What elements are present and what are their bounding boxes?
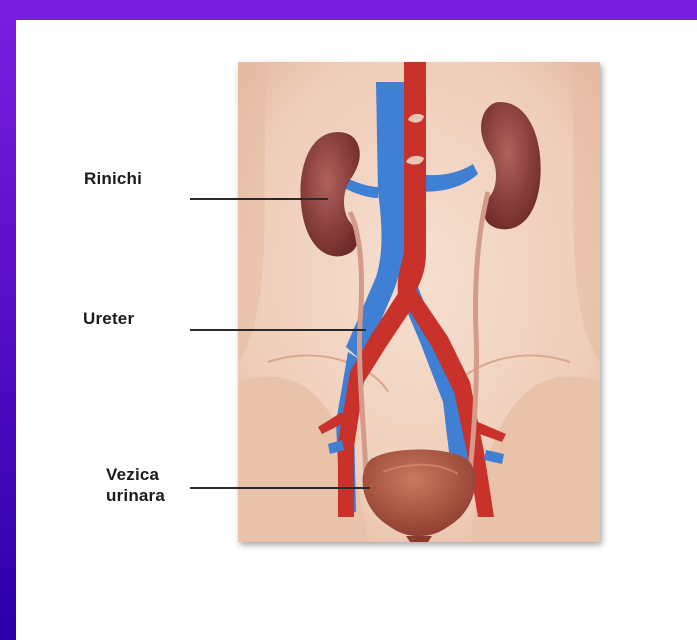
bladder-label: Vezica urinara	[106, 464, 165, 506]
urethra	[406, 536, 432, 542]
bladder-label-line1: Vezica	[106, 464, 165, 485]
kidney-label: Rinichi	[84, 168, 142, 189]
ureter-label: Ureter	[83, 308, 134, 329]
ureter-leader-line	[190, 329, 366, 331]
anatomy-drawing	[238, 62, 600, 542]
urinary-system-illustration	[238, 62, 600, 542]
bladder-label-line2: urinara	[106, 485, 165, 506]
bladder-leader-line	[190, 487, 370, 489]
kidney-leader-line	[190, 198, 328, 200]
